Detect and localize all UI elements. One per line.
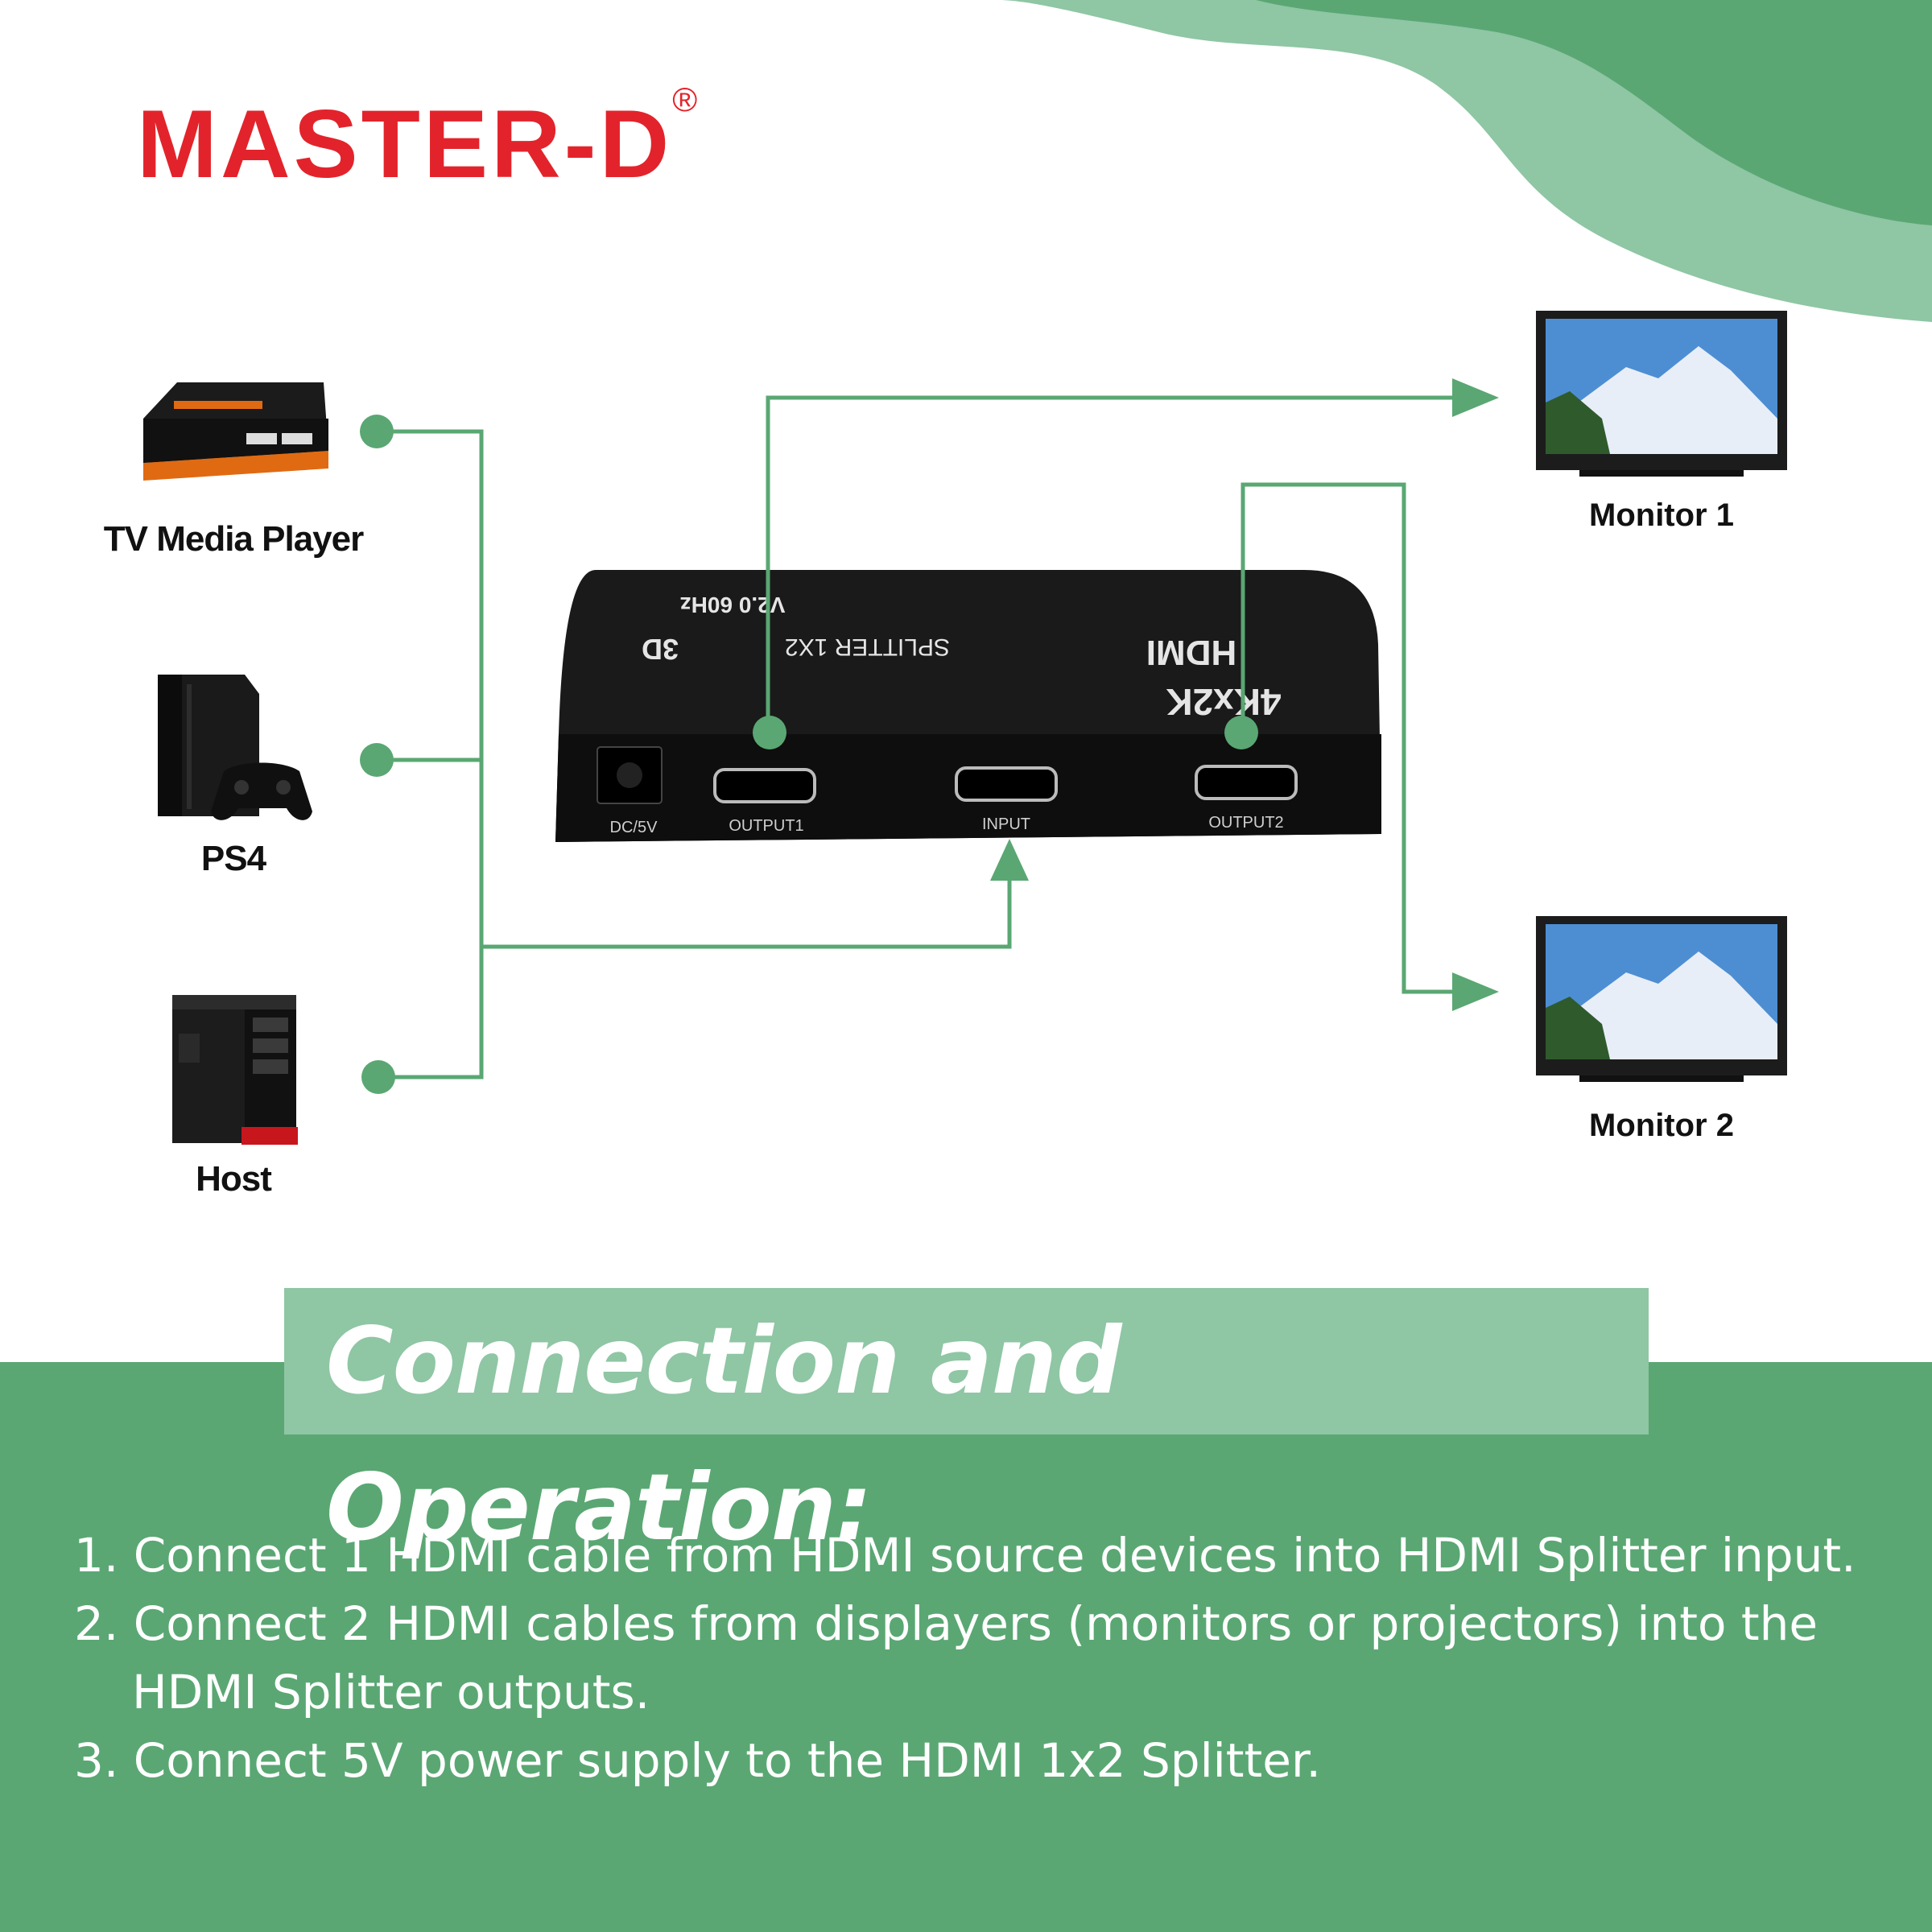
input-port — [955, 766, 1058, 802]
instruction-list: 1. Connect 1 HDMI cable from HDMI source… — [74, 1521, 1893, 1795]
dot-tv-media-player — [360, 415, 394, 448]
dot-output1 — [753, 716, 786, 749]
monitor-icon — [1536, 311, 1787, 477]
connection-dots — [360, 415, 1258, 1094]
monitor-icon — [1536, 916, 1787, 1082]
hdmi-splitter: V2.0 60Hz SPLITTER 1X2 3D HDMI 4Kx2K DC/… — [555, 570, 1381, 842]
instruction-step-1: 1. Connect 1 HDMI cable from HDMI source… — [74, 1528, 1856, 1583]
splitter-3d-badge: 3D — [642, 633, 679, 666]
dot-host — [361, 1060, 395, 1094]
output2-port — [1195, 765, 1298, 800]
arrow-monitor1 — [1452, 378, 1499, 417]
instruction-step-3: 3. Connect 5V power supply to the HDMI 1… — [74, 1733, 1321, 1788]
port-label-dc: DC/5V — [610, 819, 658, 836]
tv-box-icon — [143, 382, 328, 481]
section-title-box: Connection and Operation: — [284, 1288, 1649, 1561]
brand-name: MASTER-D — [137, 90, 673, 198]
registered-mark: ® — [672, 80, 701, 118]
splitter-hdmi-logo: HDMI — [1146, 633, 1236, 672]
line-output2-to-monitor2 — [1241, 482, 1470, 994]
arrow-input — [990, 839, 1029, 881]
monitor-label-2: Monitor 2 — [1589, 1108, 1734, 1143]
splitter-resolution: 4Kx2K — [1166, 681, 1281, 723]
connection-lines — [378, 395, 1470, 1080]
line-output1-to-monitor1 — [766, 395, 1470, 734]
output1-port — [713, 768, 816, 803]
port-label-output2: OUTPUT2 — [1208, 814, 1283, 832]
bottom-panel — [0, 1362, 1932, 1932]
game-console-icon — [158, 675, 312, 820]
section-title: Connection and Operation: — [326, 1307, 1122, 1561]
brand-logo: MASTER-D® — [137, 80, 700, 200]
device-label-ps4: PS4 — [200, 839, 266, 878]
monitor-label-1: Monitor 1 — [1589, 497, 1734, 533]
instruction-step-2: 2. Connect 2 HDMI cables from displayers… — [74, 1596, 1818, 1719]
device-label-tv-media-player: TV Media Player — [103, 519, 364, 559]
arrow-monitor2 — [1452, 972, 1499, 1011]
dot-ps4 — [360, 743, 394, 777]
pc-tower-icon — [172, 995, 298, 1145]
line-bus-to-input — [481, 858, 1012, 949]
splitter-model: SPLITTER 1X2 — [785, 634, 950, 660]
background-wave-dark — [1256, 0, 1932, 225]
arrowheads — [990, 378, 1499, 1011]
port-label-output1: OUTPUT1 — [729, 817, 803, 835]
device-label-host: Host — [196, 1159, 272, 1199]
port-label-input: INPUT — [982, 815, 1030, 833]
dot-output2 — [1224, 716, 1258, 749]
line-sources-to-bus — [378, 429, 484, 1080]
